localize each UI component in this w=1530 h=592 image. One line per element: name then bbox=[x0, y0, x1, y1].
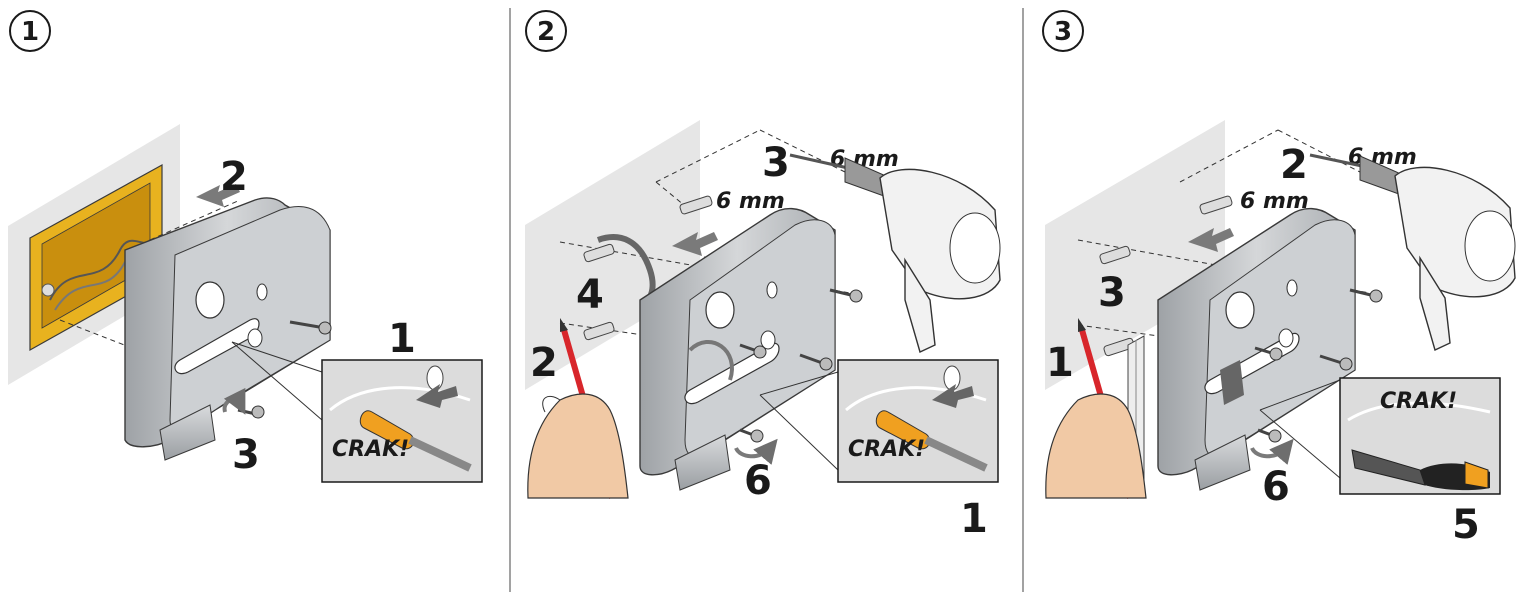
svg-text:5: 5 bbox=[1452, 502, 1480, 548]
wall-plug bbox=[1199, 195, 1233, 215]
svg-text:6: 6 bbox=[1262, 464, 1290, 510]
hand-icon bbox=[1045, 393, 1147, 499]
housing bbox=[639, 207, 836, 491]
housing bbox=[124, 197, 331, 461]
panel-2: 2 6 mm 3 6 mm 4 5 2 bbox=[525, 10, 1001, 542]
screw bbox=[799, 353, 833, 371]
pliers-icon bbox=[1351, 449, 1490, 491]
step-badge: 2 bbox=[525, 10, 567, 52]
svg-text:1: 1 bbox=[960, 496, 988, 542]
wall-plug bbox=[1099, 245, 1131, 265]
screw bbox=[289, 320, 332, 335]
svg-text:CRAK!: CRAK! bbox=[1380, 389, 1457, 414]
wall bbox=[525, 120, 700, 390]
rotate-arrow bbox=[1250, 438, 1294, 465]
wall-plug bbox=[583, 243, 615, 263]
push-arrow bbox=[1188, 228, 1234, 252]
step-badge: 3 bbox=[1042, 10, 1084, 52]
screwdriver-icon bbox=[359, 410, 472, 472]
detail-callout: CRAK! bbox=[231, 341, 483, 483]
svg-text:1: 1 bbox=[388, 316, 416, 362]
screwdriver-icon bbox=[875, 410, 988, 472]
wall-plug bbox=[679, 195, 713, 215]
svg-text:2: 2 bbox=[220, 154, 248, 200]
panel-3: 3 6 mm 2 6 mm 3 4 1 bbox=[1042, 10, 1516, 548]
screw bbox=[1250, 428, 1294, 465]
svg-text:2: 2 bbox=[537, 17, 555, 47]
svg-text:3: 3 bbox=[762, 140, 790, 186]
screw bbox=[1319, 354, 1353, 371]
push-arrow bbox=[196, 184, 240, 207]
svg-text:4: 4 bbox=[576, 272, 604, 318]
svg-text:2: 2 bbox=[1280, 142, 1308, 188]
push-arrow bbox=[932, 384, 974, 408]
detail-callout: CRAK! bbox=[1259, 377, 1501, 495]
screw bbox=[222, 387, 265, 419]
svg-text:3: 3 bbox=[1098, 270, 1126, 316]
wall-plug bbox=[583, 321, 615, 341]
wall bbox=[1045, 120, 1225, 390]
housing bbox=[1157, 207, 1356, 491]
push-arrow bbox=[672, 232, 718, 256]
detail-callout: CRAK! bbox=[759, 359, 999, 483]
screw bbox=[1349, 288, 1383, 303]
svg-text:2: 2 bbox=[530, 340, 558, 386]
svg-text:6 mm: 6 mm bbox=[716, 189, 785, 214]
svg-text:CRAK!: CRAK! bbox=[332, 437, 409, 462]
hand-icon bbox=[527, 393, 629, 499]
step-badge: 1 bbox=[9, 10, 51, 52]
drill-icon bbox=[789, 153, 1001, 353]
svg-text:1: 1 bbox=[21, 17, 39, 47]
flush-box bbox=[29, 163, 163, 352]
rotate-arrow bbox=[734, 438, 778, 465]
push-arrow bbox=[416, 384, 458, 408]
panel-1: 1 2 bbox=[8, 10, 483, 483]
rotate-arrow bbox=[222, 387, 246, 415]
screw bbox=[829, 288, 863, 303]
svg-text:3: 3 bbox=[232, 432, 260, 478]
svg-text:1: 1 bbox=[1046, 340, 1074, 386]
screw bbox=[734, 428, 778, 465]
screw bbox=[1254, 346, 1283, 361]
svg-text:CRAK!: CRAK! bbox=[848, 437, 925, 462]
drill-icon bbox=[1309, 153, 1516, 351]
svg-text:6 mm: 6 mm bbox=[1240, 189, 1309, 214]
svg-text:3: 3 bbox=[1054, 17, 1072, 47]
svg-text:6: 6 bbox=[744, 458, 772, 504]
screw bbox=[739, 343, 767, 359]
